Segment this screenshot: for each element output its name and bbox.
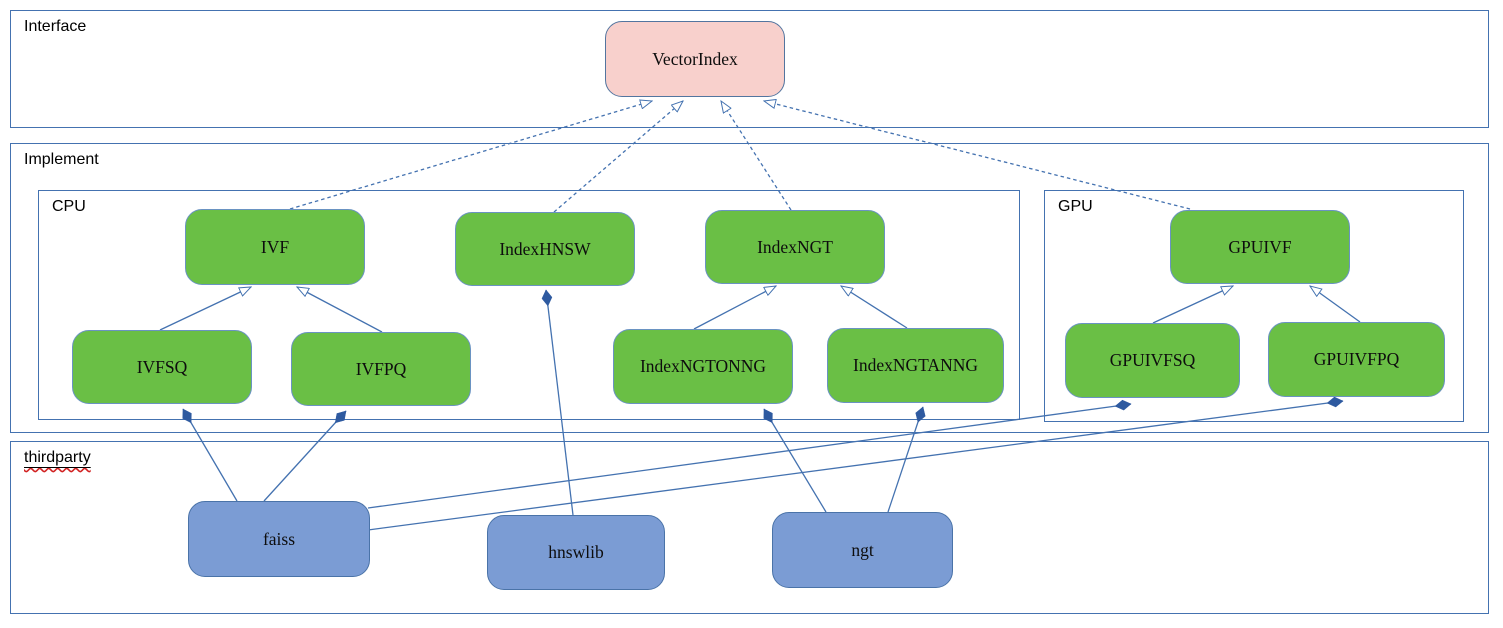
node-label-indexhnsw: IndexHNSW — [499, 238, 591, 259]
section-label-thirdparty: thirdparty — [24, 449, 91, 466]
edge-index_ngt-vector_index[interactable] — [721, 101, 792, 211]
node-ivfsq[interactable]: IVFSQ — [72, 330, 252, 404]
node-gpuivfsq[interactable]: GPUIVFSQ — [1065, 323, 1240, 398]
node-vectorindex[interactable]: VectorIndex — [605, 21, 785, 97]
edge-gpu_ivfsq-gpu_ivf[interactable] — [1152, 285, 1233, 324]
edge-index_ngtonng-index_ngt[interactable] — [693, 286, 776, 330]
edge-faiss-ivfsq[interactable] — [182, 408, 238, 502]
section-cpu[interactable]: CPU — [38, 190, 1020, 420]
edge-hnswlib-index_hnsw[interactable] — [541, 289, 574, 516]
node-ivf[interactable]: IVF — [185, 209, 365, 285]
edge-gpu_ivf-vector_index[interactable] — [764, 101, 1191, 210]
node-label-faiss: faiss — [262, 528, 296, 549]
section-label-interface: Interface — [24, 18, 87, 35]
edge-ngt-index_ngtanng[interactable] — [887, 406, 926, 513]
edge-index_hnsw-vector_index[interactable] — [553, 101, 683, 213]
node-label-hnswlib: hnswlib — [548, 542, 604, 562]
node-hnswlib[interactable]: hnswlib — [487, 515, 665, 590]
node-label-vectorindex: VectorIndex — [652, 48, 738, 69]
node-label-ngt: ngt — [851, 539, 874, 560]
node-label-indexngt: IndexNGT — [757, 236, 833, 257]
edge-ivfpq-ivf[interactable] — [297, 287, 383, 333]
section-gpu[interactable]: GPU — [1044, 190, 1464, 422]
node-label-gpuivfpq: GPUIVFPQ — [1313, 349, 1400, 369]
edge-ngt-index_ngtonng[interactable] — [763, 408, 827, 513]
node-gpuivfpq[interactable]: GPUIVFPQ — [1268, 322, 1445, 397]
node-ivfpq[interactable]: IVFPQ — [291, 332, 471, 406]
edge-ivf-vector_index[interactable] — [289, 101, 652, 210]
edge-gpu_ivfpq-gpu_ivf[interactable] — [1310, 286, 1361, 323]
node-label-gpuivfsq: GPUIVFSQ — [1109, 350, 1196, 370]
node-indexngtonng[interactable]: IndexNGTONNG — [613, 329, 793, 404]
edge-faiss-ivfpq[interactable] — [263, 410, 347, 502]
node-ngt[interactable]: ngt — [772, 512, 953, 588]
section-label-cpu: CPU — [52, 198, 86, 215]
edge-faiss-gpu_ivfsq[interactable] — [367, 399, 1132, 509]
section-implement[interactable]: Implement — [10, 143, 1489, 433]
node-label-gpuivf: GPUIVF — [1228, 236, 1292, 257]
edge-ivfsq-ivf[interactable] — [159, 286, 251, 331]
edge-faiss-gpu_ivfpq[interactable] — [367, 396, 1344, 531]
node-label-ivfsq: IVFSQ — [136, 356, 188, 377]
section-label-gpu: GPU — [1058, 198, 1093, 215]
section-interface[interactable]: Interface — [10, 10, 1489, 128]
node-indexhnsw[interactable]: IndexHNSW — [455, 212, 635, 286]
node-label-indexngtonng: IndexNGTONNG — [639, 356, 767, 376]
node-gpuivf[interactable]: GPUIVF — [1170, 210, 1350, 284]
section-thirdparty[interactable]: thirdparty — [10, 441, 1489, 614]
node-label-ivf: IVF — [260, 236, 290, 257]
edge-index_ngtanng-index_ngt[interactable] — [841, 286, 908, 329]
node-indexngtanng[interactable]: IndexNGTANNG — [827, 328, 1004, 403]
section-label-implement: Implement — [24, 151, 99, 168]
node-faiss[interactable]: faiss — [188, 501, 370, 577]
node-label-ivfpq: IVFPQ — [355, 358, 407, 379]
node-indexngt[interactable]: IndexNGT — [705, 210, 885, 284]
node-label-indexngtanng: IndexNGTANNG — [853, 355, 978, 375]
